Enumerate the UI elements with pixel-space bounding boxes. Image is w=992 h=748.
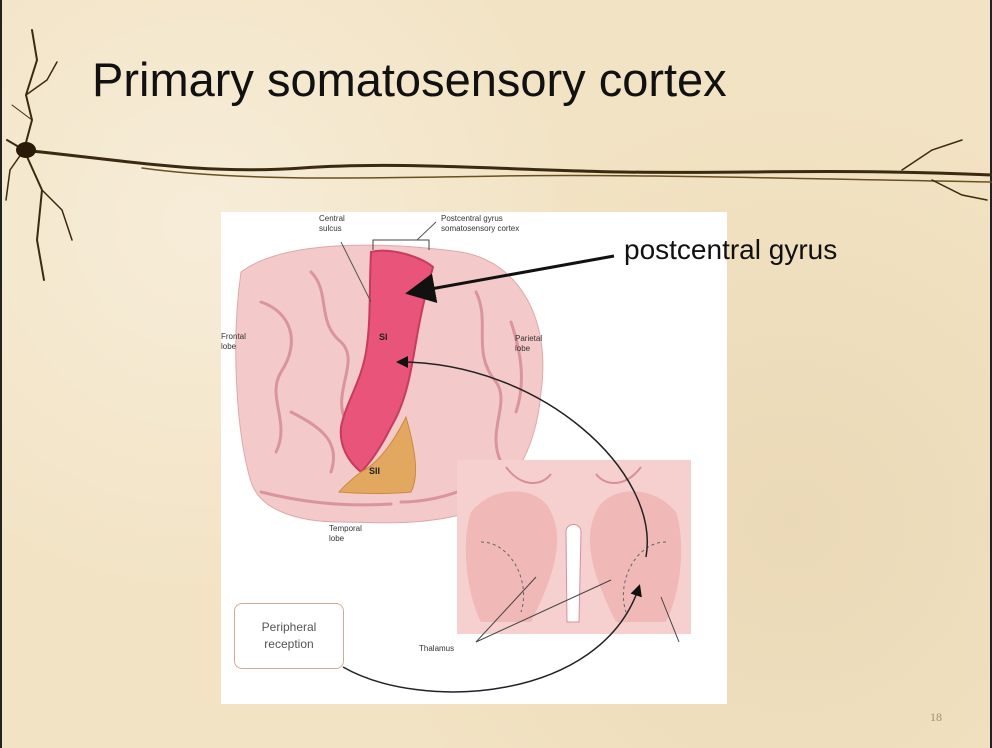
page-number: 18 (930, 710, 942, 725)
annotation-postcentral-gyrus: postcentral gyrus (624, 234, 837, 266)
